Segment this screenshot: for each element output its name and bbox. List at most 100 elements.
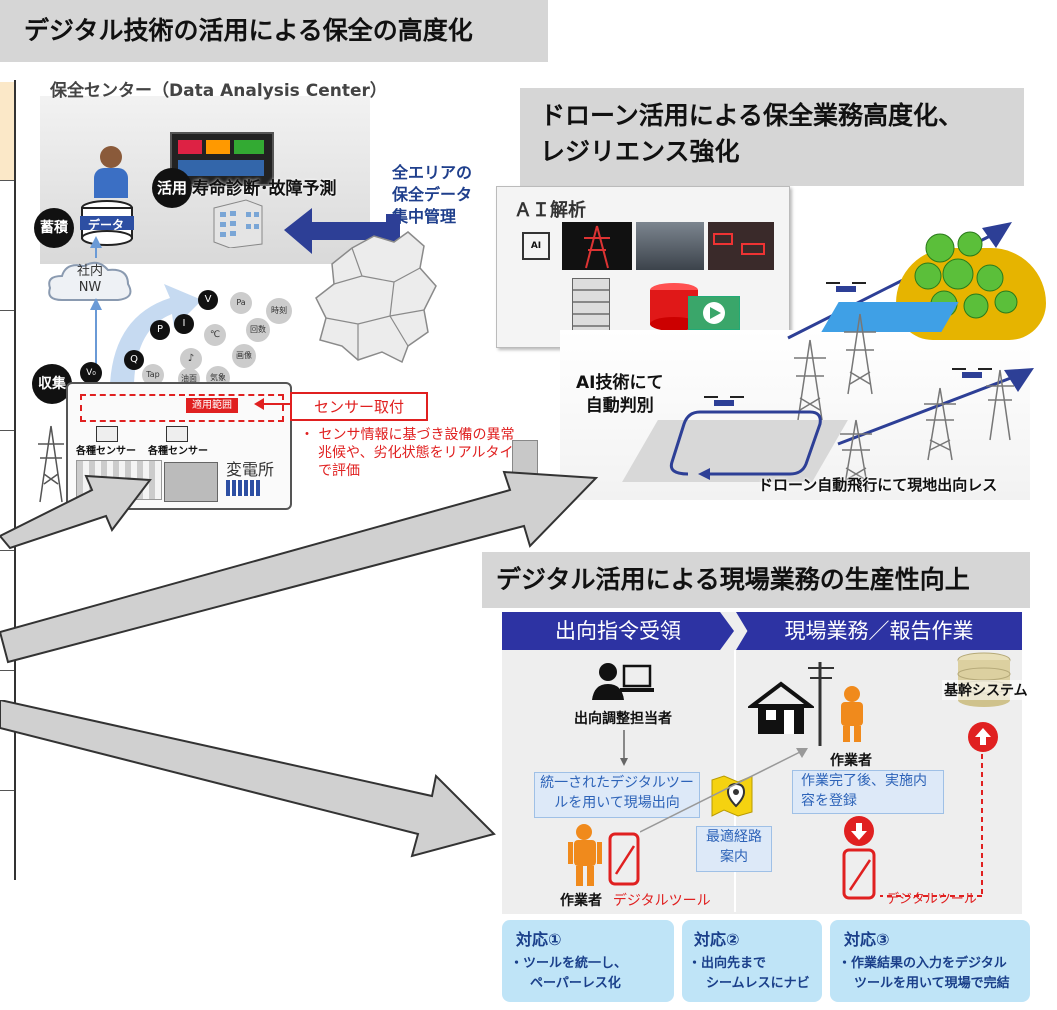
upload-icon: [968, 722, 998, 752]
area-arrow: [284, 208, 400, 276]
unified-line2: ルを用いて現場出向: [554, 795, 680, 811]
area-management-text: 全エリアの 保全データ 集中管理: [392, 162, 472, 228]
response-1-title: 対応①: [516, 930, 562, 949]
ai-judge-line2: 自動判別: [585, 396, 654, 416]
route-guide-box: 最適経路 案内: [696, 826, 772, 872]
drone-title-line2: レジリエンス強化: [540, 137, 740, 166]
ai-analysis-title: ＡＩ解析: [514, 200, 586, 221]
sensor-device-2: [166, 426, 188, 442]
server-rack-icon: [572, 278, 610, 338]
unified-line1: 統一されたデジタルツー: [540, 775, 694, 791]
drone-icon-1: [826, 282, 866, 292]
left-tower-icon: [38, 425, 64, 503]
sensor-note-line3: で評価: [318, 463, 360, 479]
bubble-tap: Tap: [142, 364, 164, 386]
drone-title-banner: ドローン活用による保全業務高度化、 レジリエンス強化: [520, 88, 1024, 186]
area-line1: 全エリアの: [392, 163, 473, 182]
substation-label: 変電所: [226, 460, 275, 479]
section-head-fieldwork: 現場業務／報告作業: [736, 612, 1022, 650]
network-cloud-icon: [44, 258, 136, 306]
route-map-icon: [711, 775, 753, 817]
area-line3: 集中管理: [392, 207, 457, 226]
worker-left-name: 作業者: [560, 893, 602, 909]
use-badge: 活用: [152, 168, 192, 208]
main-title-banner: デジタル技術の活用による保全の高度化: [0, 0, 548, 62]
use-text: 寿命診断･故障予測: [192, 179, 337, 199]
main-title: デジタル技術の活用による保全の高度化: [24, 16, 473, 45]
sensor2-label: 各種センサー: [148, 446, 208, 457]
ai-judge-line1: AI技術にて: [576, 373, 664, 393]
digital-tool-left: デジタルツール: [612, 893, 711, 909]
operator-body: [94, 168, 128, 198]
coordinator-icon: [592, 663, 654, 700]
drone-icon-2: [952, 368, 992, 378]
field-title: デジタル活用による現場業務の生産性向上: [496, 565, 970, 594]
tower-icons-drone: [794, 313, 1014, 491]
bubble-pa: Pa: [230, 292, 252, 314]
center-title: 保全センター（Data Analysis Center）: [50, 81, 387, 101]
coordinator-label: 出向調整担当者: [574, 711, 672, 727]
ai-judgement-text: AI技術にて 自動判別: [576, 372, 663, 418]
sensor-note-line1: センサ情報に基づき設備の異常: [318, 427, 515, 443]
ai-image-line: [708, 222, 774, 270]
response-3-line2: ツールを用いて現場で完結: [854, 976, 1010, 991]
register-line1: 作業完了後、実施内: [801, 773, 927, 789]
network-label: 社内 NW: [66, 264, 114, 296]
response-1-line2: ペーパーレス化: [530, 976, 621, 991]
arrow-to-substation: [0, 474, 152, 550]
section-head-dispatch: 出向指令受領: [502, 612, 734, 650]
ai-image-insulator: [636, 222, 704, 270]
response-2-line1: ・出向先まで: [688, 956, 767, 971]
bubble-time: 時刻: [266, 298, 292, 324]
sensor-device-1: [96, 426, 118, 442]
ai-chip-icon: AI: [522, 232, 550, 260]
download-icon: [844, 816, 874, 846]
region-map-icon: [315, 231, 437, 364]
bubble-v: V: [198, 290, 218, 310]
response-2-title: 対応②: [694, 930, 740, 949]
operator-icon: [100, 146, 122, 168]
core-system-label: 基幹システム: [942, 680, 1030, 700]
response-3: 対応③ ・作業結果の入力をデジタル ツールを用いて現場で完結: [830, 920, 1030, 1002]
sensor1-label: 各種センサー: [76, 446, 136, 457]
measurement-bubbles: V I Pa 時刻 P ℃ 回数 Q ♪ 画像 Tap 気象 V₀ 油面: [70, 284, 310, 394]
database-red-icon: [648, 282, 700, 332]
transformer-icon: [164, 462, 218, 502]
response-1-line1: ・ツールを統一し、: [510, 956, 628, 971]
scope-label: 適用範囲: [186, 398, 238, 413]
coordinator-down-arrow: [620, 730, 628, 766]
route-line2: 案内: [720, 849, 748, 865]
bubble-image: 画像: [232, 344, 256, 368]
left-table-highlight: [0, 82, 14, 180]
sensor-note-line2: 兆候や、劣化状態をリアルタイム: [318, 445, 528, 461]
register-line2: 容を登録: [801, 793, 857, 809]
unified-tool-box: 統一されたデジタルツー ルを用いて現場出向: [534, 772, 700, 818]
ai-image-tower: [562, 222, 632, 270]
substation-grid-icon: [226, 480, 260, 496]
data-database-icon: [80, 200, 134, 248]
drone-title-line1: ドローン活用による保全業務高度化、: [540, 101, 964, 130]
response-3-title: 対応③: [844, 930, 890, 949]
network-label-line2: NW: [78, 280, 102, 295]
bubble-sound: ♪: [180, 348, 202, 370]
upload-dashed-line: [880, 754, 983, 897]
bubble-temp: ℃: [204, 324, 226, 346]
response-1: 対応① ・ツールを統一し、 ペーパーレス化: [502, 920, 674, 1002]
digital-tool-right: デジタルツール: [886, 892, 977, 907]
area-line2: 保全データ: [392, 185, 473, 204]
drone-icon-3: [704, 396, 744, 406]
sensor-callout: センサー取付: [290, 392, 429, 421]
store-badge: 蓄積: [34, 208, 74, 248]
collect-badge-label: 収集: [38, 376, 66, 392]
left-table-edge: [0, 80, 16, 880]
bubble-v0: V₀: [80, 362, 102, 384]
sensor-note: ・ センサ情報に基づき設備の異常 兆候や、劣化状態をリアルタイム で評価: [300, 427, 528, 479]
arrow-to-drone: [0, 470, 599, 664]
utility-pole-icon: [808, 662, 834, 746]
route-line1: 最適経路: [706, 829, 762, 845]
section-head-dispatch-label: 出向指令受領: [555, 619, 681, 643]
network-label-line1: 社内: [76, 264, 103, 279]
worker-left-icon: [568, 824, 640, 886]
video-play-icon: [688, 296, 740, 330]
building-icon: [210, 196, 266, 249]
